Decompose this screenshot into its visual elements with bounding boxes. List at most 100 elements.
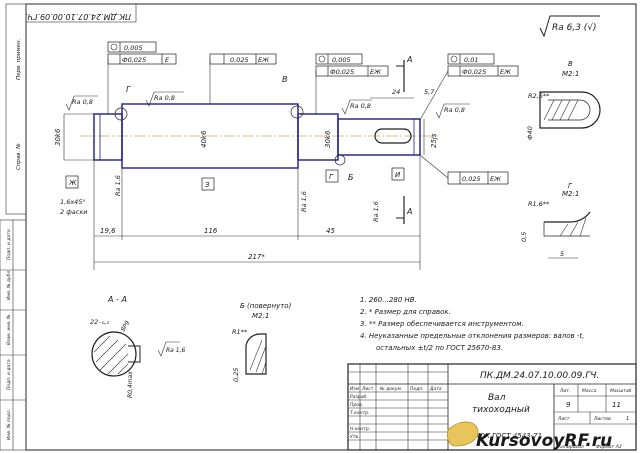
svg-text:0,25: 0,25 — [232, 368, 240, 382]
keyway-slot — [374, 128, 412, 144]
rough-output-face: Ra 1,6 — [372, 201, 380, 222]
svg-text:Масштаб: Масштаб — [610, 388, 632, 394]
base-g: Г — [126, 85, 131, 94]
margin-label-5: Взам. инв. № — [6, 314, 12, 345]
svg-text:Листов: Листов — [593, 416, 611, 422]
svg-text:М2:1: М2:1 — [252, 312, 269, 320]
svg-text:Изм: Изм — [350, 386, 360, 392]
svg-text:Ф0,025: Ф0,025 — [330, 68, 354, 76]
base-g2: Г — [329, 173, 334, 181]
margin-label-6: Подп. и дата — [6, 359, 12, 390]
svg-text:Масса: Масса — [582, 388, 597, 394]
svg-text:Ф0,025: Ф0,025 — [462, 68, 486, 76]
svg-text:Ra 1,6: Ra 1,6 — [166, 347, 185, 354]
tolerance-frame-6: 0,01 Ф0,025 ЕЖ — [419, 53, 519, 121]
svg-text:8P9: 8P9 — [120, 320, 132, 333]
svg-text:Лит.: Лит. — [559, 388, 570, 394]
tolerance-frame-8: 0,025 ЕЖ — [419, 154, 509, 185]
svg-text:2. * Размер для справок.: 2. * Размер для справок. — [360, 308, 451, 316]
svg-text:R1,6**: R1,6** — [528, 200, 550, 208]
margin-label-7: Инв. № подл. — [6, 409, 12, 440]
dim-d3: 30k6 — [324, 130, 332, 148]
svg-text:Пров.: Пров. — [350, 402, 363, 408]
dim-l196: 19,6 — [100, 227, 116, 235]
rough-output: Ra 0,8 — [444, 106, 465, 114]
svg-text:R0,4max: R0,4max — [127, 371, 134, 398]
svg-text:М2:1: М2:1 — [562, 190, 579, 198]
code-top-text: ПК.ДМ.24.07.10.00.09.ГЧ. — [25, 12, 131, 21]
dim-l116: 116 — [204, 227, 218, 235]
rough-right-journal: Ra 0,8 — [350, 102, 371, 110]
detail-v: В М2:1 R2,5** Ф40 — [526, 60, 601, 140]
svg-text:9: 9 — [566, 401, 571, 409]
svg-text:E: E — [165, 56, 170, 64]
svg-text:R2,5**: R2,5** — [528, 92, 550, 100]
svg-text:М2:1: М2:1 — [562, 70, 579, 78]
svg-text:Дата: Дата — [429, 386, 442, 392]
rough-left-journal: Ra 0,8 — [72, 98, 93, 106]
svg-text:ЕЖ: ЕЖ — [370, 68, 382, 76]
svg-text:5: 5 — [560, 250, 564, 258]
detail-g: Г М2:1 R1,6** 0,5 5 — [520, 182, 591, 259]
svg-text:0,025: 0,025 — [230, 56, 249, 64]
svg-text:Ф40: Ф40 — [526, 126, 534, 140]
svg-text:ЕЖ: ЕЖ — [490, 175, 502, 183]
svg-text:0,005: 0,005 — [124, 44, 143, 52]
svg-text:0,01: 0,01 — [464, 56, 478, 64]
detail-b: Б (повернуто) М2:1 R1** 0,25 — [232, 302, 292, 382]
section-a-a: А - А 22₋₀,₂ 8P9 Ra 1,6 R0,4max — [90, 295, 185, 398]
svg-text:0,005: 0,005 — [332, 56, 351, 64]
technical-notes: 1. 260...280 HB. 2. * Размер для справок… — [360, 296, 584, 352]
svg-text:Лист: Лист — [557, 416, 570, 422]
margin-label-1: Перв. примен. — [16, 38, 22, 80]
roughness-general-icon — [539, 15, 600, 38]
rough-shoulder-right: Ra 1,6 — [300, 191, 308, 212]
svg-text:R1**: R1** — [232, 328, 248, 336]
svg-text:остальных ±t/2 по ГОСТ 25670-8: остальных ±t/2 по ГОСТ 25670-83. — [376, 344, 503, 352]
rough-middle: Ra 0,8 — [154, 94, 175, 102]
tolerance-frame-1: 0,005 Ф0,025 E — [107, 41, 177, 114]
watermark: KursovoyRF.ru — [447, 421, 612, 451]
svg-text:KursovoyRF.ru: KursovoyRF.ru — [476, 431, 612, 451]
dim-l57: 5,7 — [424, 88, 435, 96]
svg-text:№ докум.: № докум. — [379, 386, 402, 392]
svg-text:Лист: Лист — [361, 386, 374, 392]
roughness-general-text: Ra 6,3 (√) — [552, 22, 597, 33]
svg-text:1. 260...280 HB.: 1. 260...280 HB. — [360, 296, 417, 304]
base-i: И — [395, 171, 401, 179]
rough-shoulder-left: Ra 1,6 — [114, 175, 122, 196]
code-box-top — [25, 3, 137, 23]
left-upper-strip — [5, 3, 27, 215]
section-mark-a-bottom: А — [406, 207, 412, 216]
svg-text:11: 11 — [612, 401, 621, 409]
shaft-main-view — [80, 103, 440, 169]
svg-text:3. ** Размер обеспечивается ин: 3. ** Размер обеспечивается инструментом… — [360, 320, 524, 328]
dim-d1: 30k6 — [54, 128, 62, 146]
margin-label-4: Инв. № дубл. — [6, 269, 12, 300]
svg-text:Ф0,025: Ф0,025 — [122, 56, 146, 64]
svg-text:А - А: А - А — [107, 295, 127, 304]
svg-text:Разраб.: Разраб. — [350, 394, 368, 400]
base-b: Б — [348, 173, 354, 182]
stamp-name-2: тихоходный — [472, 405, 530, 415]
stamp-material: Сталь 40Х ГОСТ 4543-71 — [452, 432, 542, 440]
dim-d4: 25js — [430, 133, 438, 148]
svg-text:22₋₀,₂: 22₋₀,₂ — [90, 318, 109, 326]
margin-label-3: Подп. и дата — [6, 229, 12, 260]
base-v: В — [282, 75, 288, 84]
dim-l24: 24 — [392, 88, 400, 96]
svg-text:Н.контр.: Н.контр. — [350, 426, 370, 432]
margin-label-2: Справ. № — [16, 143, 22, 170]
svg-text:Утв.: Утв. — [350, 434, 359, 440]
title-block: Изм Лист № докум. Подп. Дата Разраб. Про… — [347, 363, 637, 451]
tolerance-frame-4: 0,005 Ф0,025 ЕЖ — [315, 53, 389, 114]
svg-text:В: В — [568, 60, 573, 68]
section-mark-a-top: А — [406, 55, 412, 64]
dim-d2: 40k6 — [200, 130, 208, 148]
svg-text:Подп.: Подп. — [410, 386, 424, 392]
base-zh: Ж — [68, 179, 77, 187]
stamp-name-1: Вал — [488, 393, 506, 403]
svg-text:Т.контр.: Т.контр. — [350, 410, 370, 416]
